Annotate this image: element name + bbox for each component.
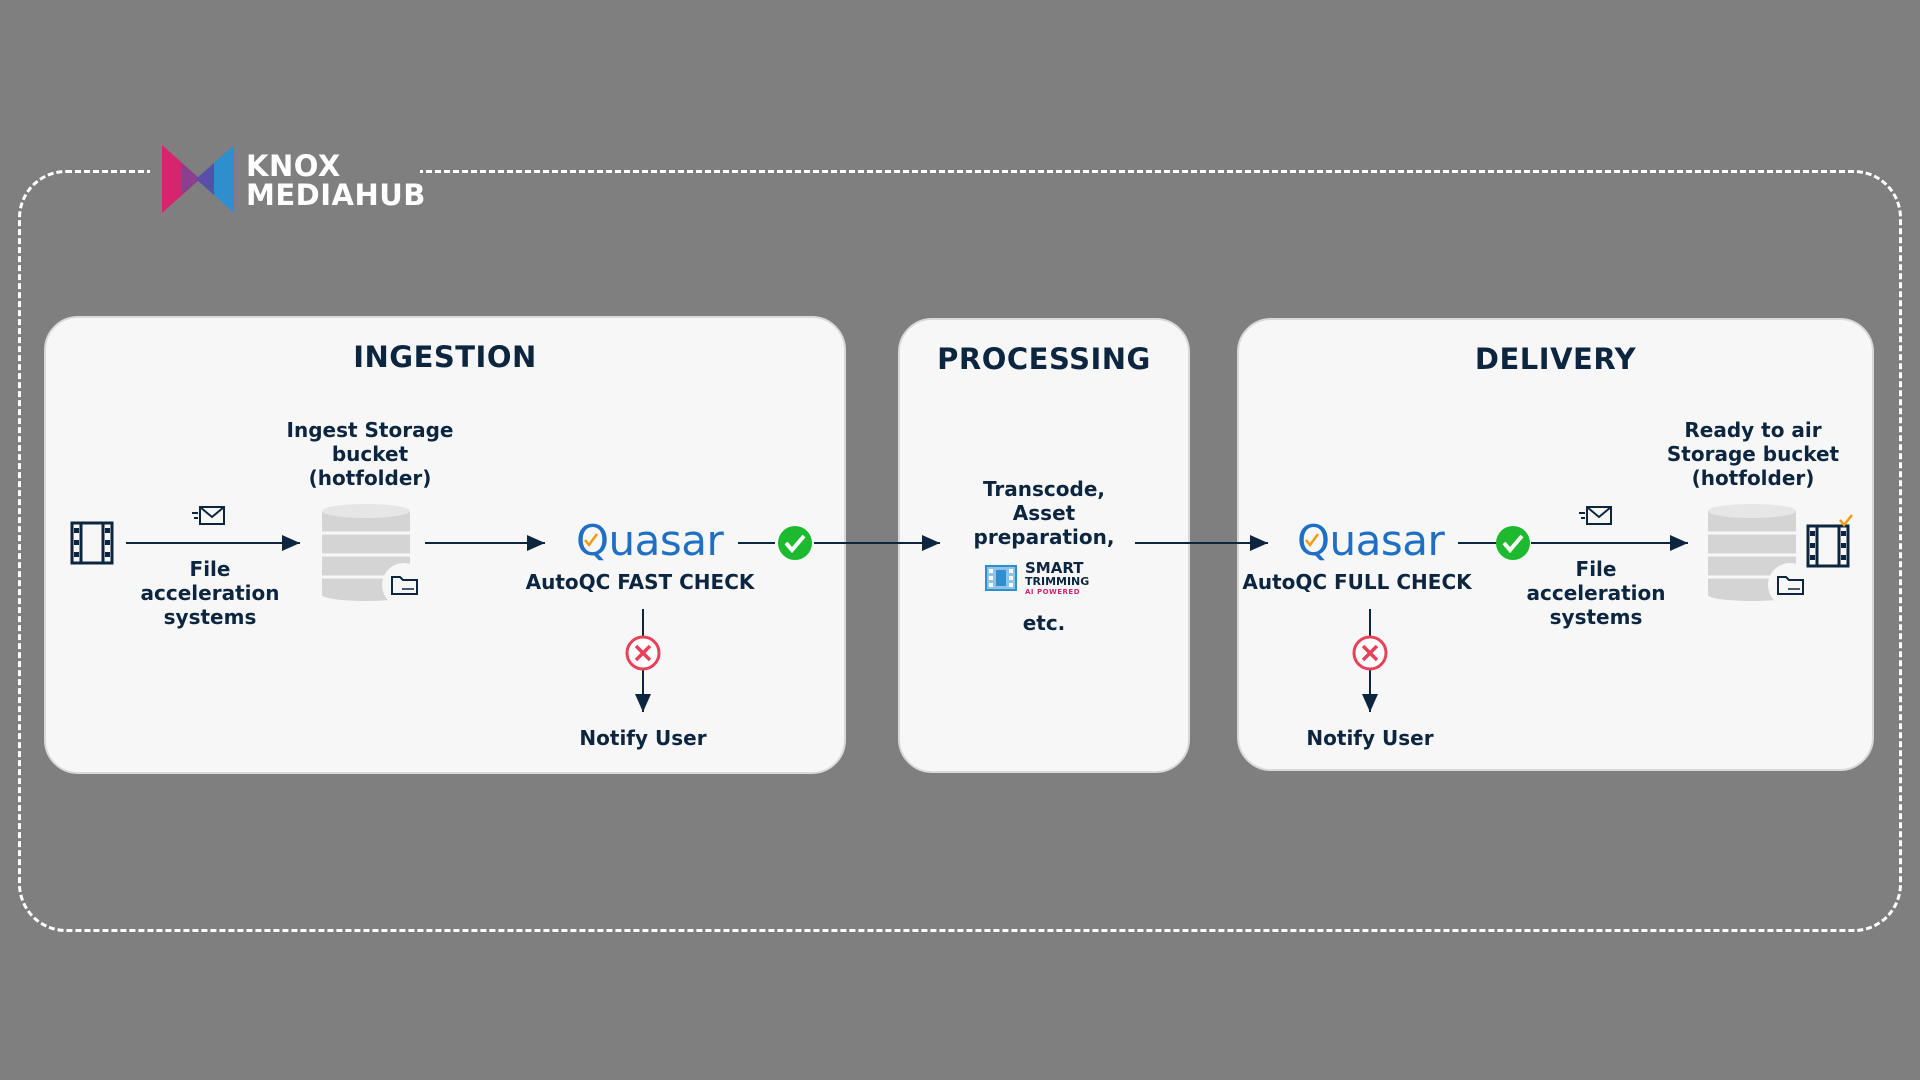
quasar-logo-full: Quasar bbox=[1297, 516, 1445, 565]
envelope-icon-2 bbox=[1579, 506, 1612, 525]
logo-line-2: MEDIAHUB bbox=[246, 178, 426, 212]
envelope-icon bbox=[192, 506, 225, 525]
logo-line-1: KNOX bbox=[246, 149, 341, 183]
x-circle-icon bbox=[625, 635, 661, 671]
delivery-transfer-text: File acceleration systems bbox=[1526, 557, 1666, 629]
database-icon-2 bbox=[1708, 504, 1810, 603]
smart-trimming-line2: TRIMMING bbox=[1025, 575, 1090, 588]
quasar-check-mark-icon-2 bbox=[1305, 533, 1320, 548]
ingest-transfer-label: File acceleration systems bbox=[130, 557, 290, 629]
checkmark-icon bbox=[1839, 514, 1853, 528]
film-strip-icon bbox=[70, 521, 114, 565]
processing-text-top: Transcode, Asset preparation, bbox=[944, 477, 1144, 549]
qc-full-label: AutoQC FULL CHECK bbox=[1242, 570, 1472, 594]
logo-mark-icon bbox=[162, 145, 234, 213]
delivery-title: DELIVERY bbox=[1474, 342, 1637, 376]
quasar-brand-text-2: Quasar bbox=[1297, 516, 1445, 565]
quasar-logo-fast: Quasar bbox=[576, 516, 724, 565]
logo-text: KNOX MEDIAHUB bbox=[246, 152, 426, 210]
knox-mediahub-logo: KNOX MEDIAHUB bbox=[160, 143, 430, 219]
delivery-notify-label: Notify User bbox=[1306, 726, 1434, 750]
pipeline-frame bbox=[18, 170, 1902, 932]
processing-title: PROCESSING bbox=[937, 342, 1151, 376]
smart-trimming-line3: AI POWERED bbox=[1025, 588, 1081, 596]
check-circle-icon-2 bbox=[1496, 526, 1530, 560]
processing-text-top-content: Transcode, Asset preparation, bbox=[973, 477, 1115, 549]
delivery-transfer-label: File acceleration systems bbox=[1516, 557, 1676, 629]
ingestion-panel: INGESTION bbox=[44, 316, 846, 774]
smart-trimming-line1: SMART bbox=[1025, 559, 1084, 577]
database-icon bbox=[322, 504, 424, 603]
quasar-check-mark-icon bbox=[584, 533, 599, 548]
ready-storage-text: Ready to air Storage bucket (hotfolder) bbox=[1666, 418, 1840, 490]
processing-text-bottom: etc. bbox=[1022, 611, 1066, 635]
ingest-storage-label: Ingest Storage bucket (hotfolder) bbox=[270, 418, 470, 490]
ready-storage-label: Ready to air Storage bucket (hotfolder) bbox=[1648, 418, 1858, 490]
delivery-panel: DELIVERY bbox=[1237, 318, 1874, 771]
check-circle-icon bbox=[778, 526, 812, 560]
ingestion-title: INGESTION bbox=[353, 340, 537, 374]
smart-trimming-film-icon bbox=[985, 565, 1017, 591]
ingest-storage-text: Ingest Storage bucket (hotfolder) bbox=[286, 418, 454, 490]
x-circle-icon-2 bbox=[1352, 635, 1388, 671]
quasar-brand-text: Quasar bbox=[576, 516, 724, 565]
processing-panel: PROCESSING bbox=[898, 318, 1190, 773]
ingest-transfer-text: File acceleration systems bbox=[140, 557, 280, 629]
smart-trimming-logo: SMART TRIMMING AI POWERED bbox=[985, 560, 1097, 602]
film-strip-icon-2 bbox=[1806, 514, 1853, 568]
qc-fast-label: AutoQC FAST CHECK bbox=[525, 570, 755, 594]
ingest-notify-label: Notify User bbox=[579, 726, 707, 750]
